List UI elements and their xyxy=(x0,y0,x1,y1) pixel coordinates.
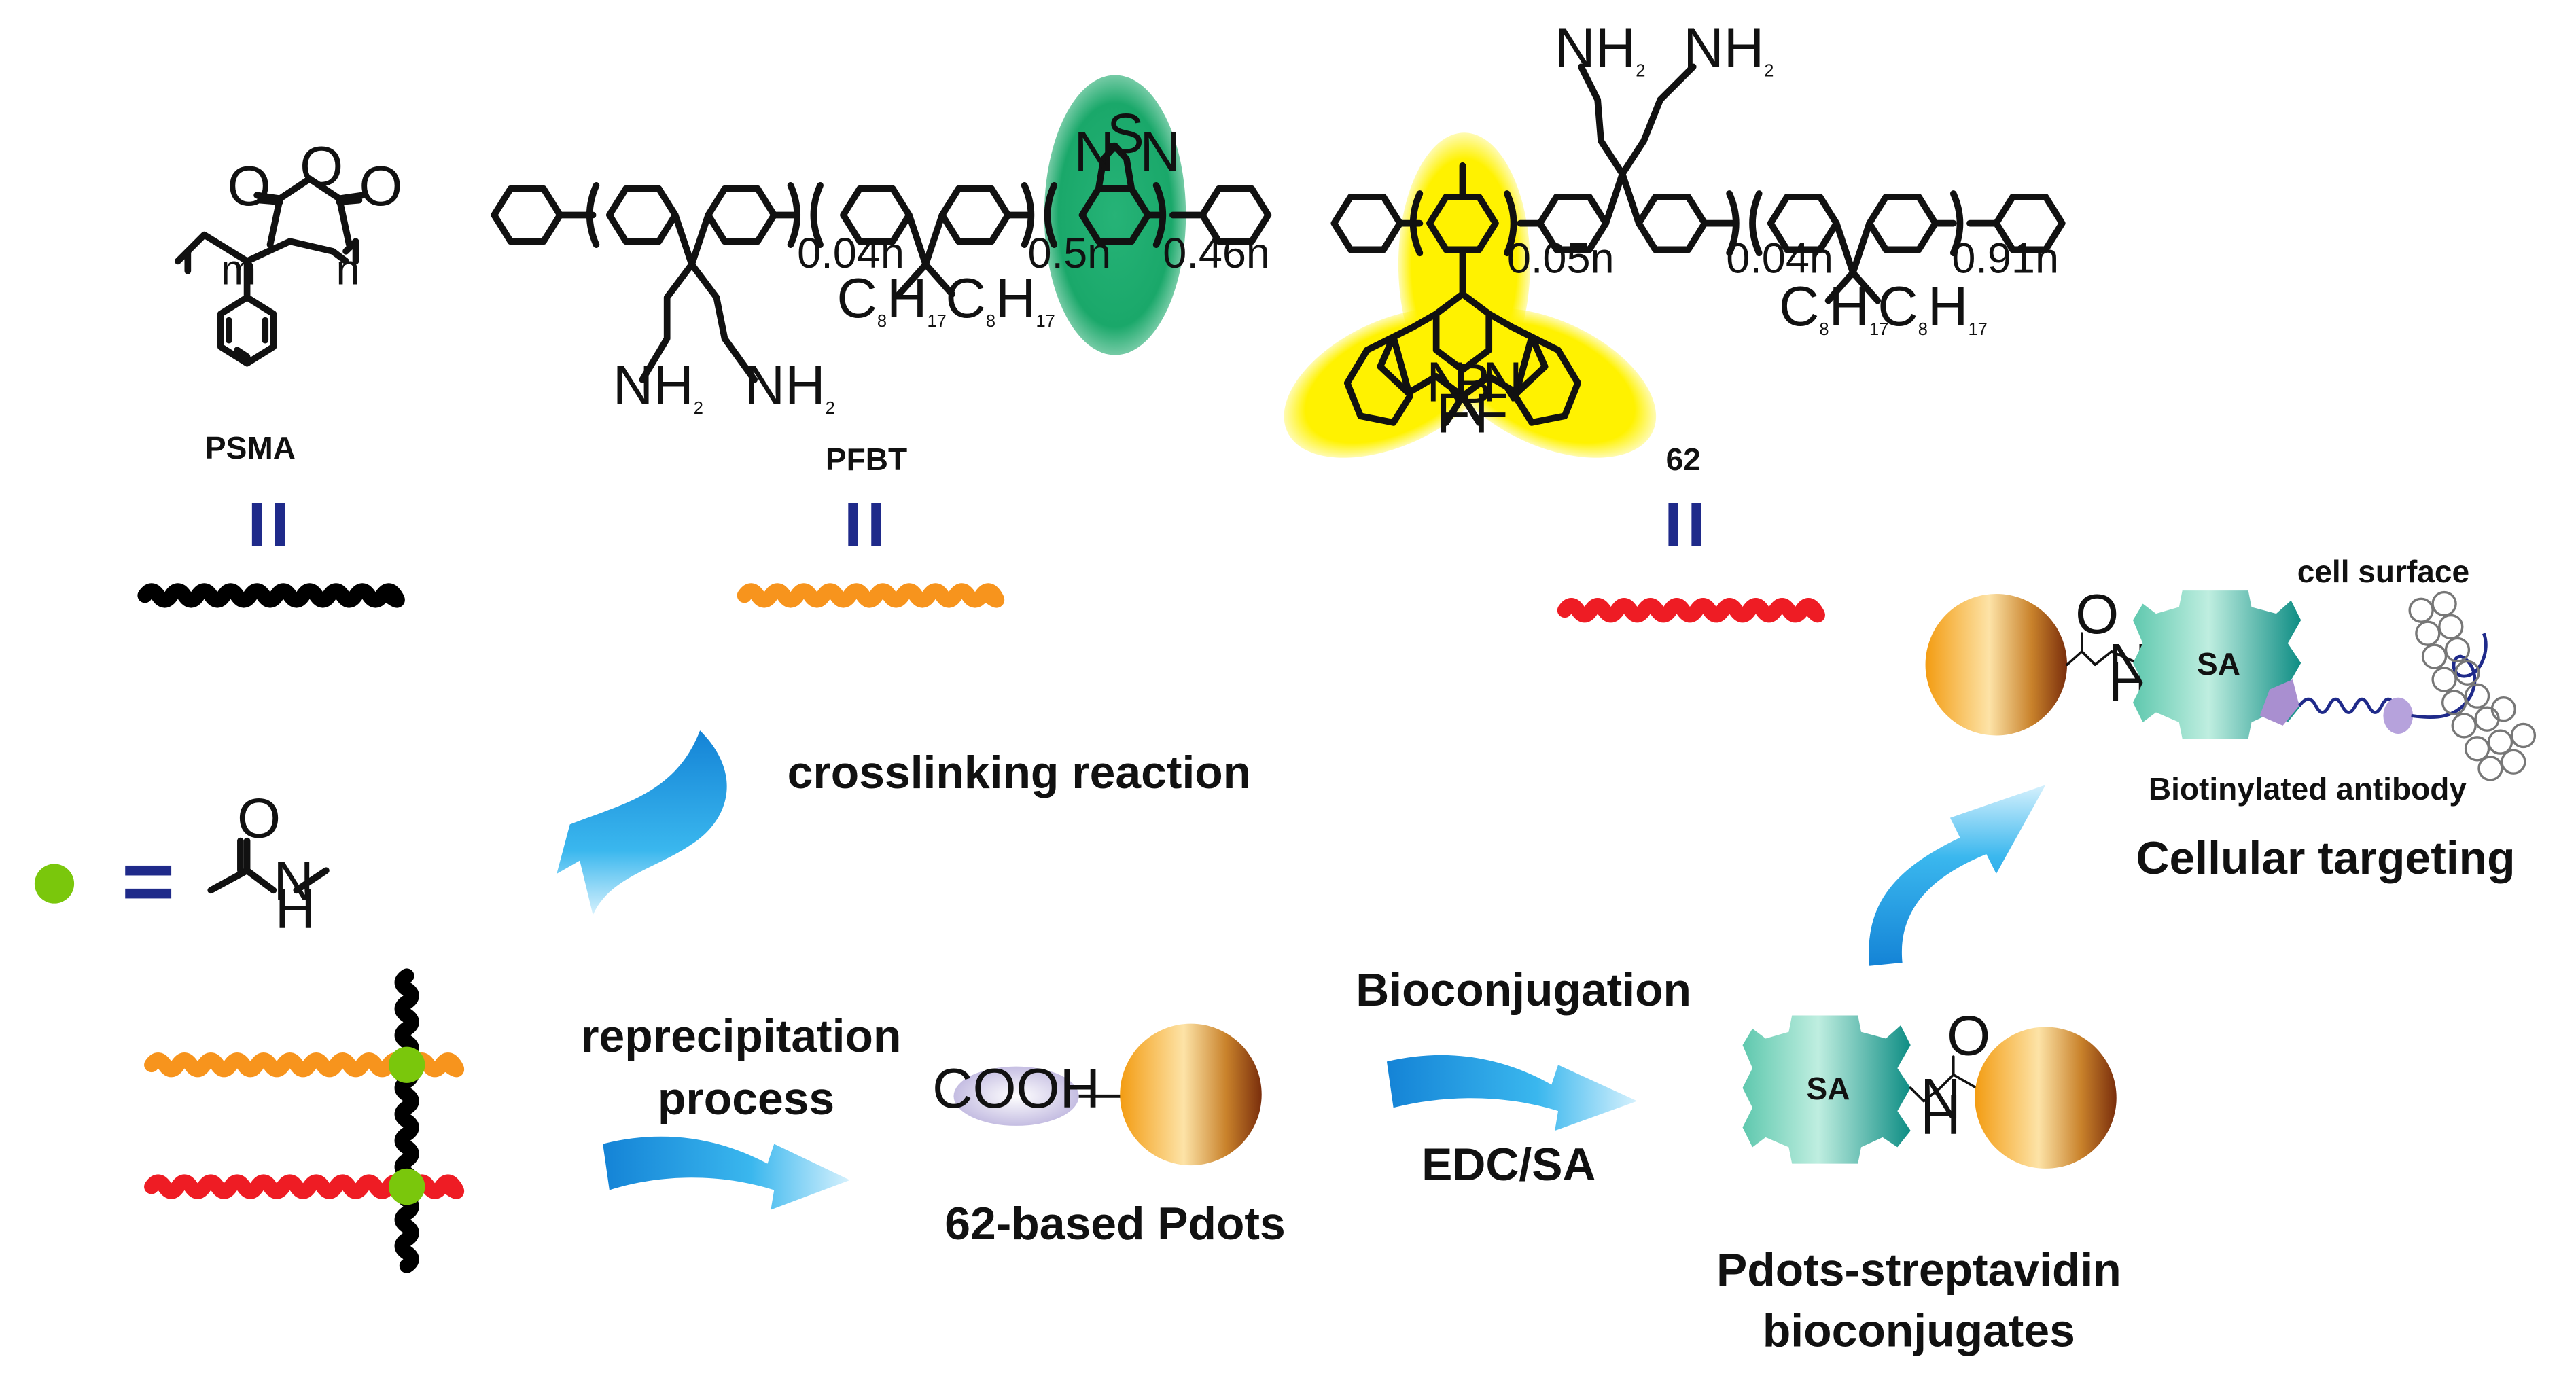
cooh-label: COOH xyxy=(932,1057,1100,1120)
amide-structure xyxy=(207,837,330,894)
bioconjugate-pdot-particle xyxy=(1975,1027,2117,1169)
amide-atom-h: H xyxy=(275,878,316,940)
antibody-tether xyxy=(2297,697,2397,714)
amide-atom-n: N xyxy=(273,850,314,913)
pfbt-name: PFBT xyxy=(826,442,907,477)
pfbt-alkyl-2: C8H17 xyxy=(945,267,1055,331)
amide1-atom-o: O xyxy=(1947,1005,1990,1067)
crosslink-dot-2 xyxy=(389,1168,425,1205)
streptavidin-label-line1: Pdots-streptavidin xyxy=(1716,1245,2121,1296)
cell-surface-label: cell surface xyxy=(2297,554,2469,589)
p62-subscript-3: 0.91n xyxy=(1952,234,2059,282)
p62-subscript-2: 0.04n xyxy=(1726,234,1833,282)
psma-atom-o1: O xyxy=(228,155,271,217)
sa-protein-icon xyxy=(1742,1015,1911,1164)
pfbt-atom-n1: N xyxy=(1074,120,1114,183)
psma-subscript-m: m xyxy=(221,246,257,294)
bioconjugation-arrow-icon xyxy=(1386,1055,1638,1131)
pfbt-subscript-2: 0.5n xyxy=(1028,230,1112,277)
psma-subscript-n: n xyxy=(336,246,359,294)
pfbt-equals-sign xyxy=(848,503,881,546)
psma-atom-o2: O xyxy=(300,135,343,198)
p62-amine-2: NH2 xyxy=(1683,16,1774,80)
amide1-atom-n: N xyxy=(1920,1067,1961,1130)
p62-equals-sign xyxy=(1668,503,1701,546)
p62-atom-n2: N xyxy=(1483,351,1523,413)
amide-atom-o: O xyxy=(237,787,281,850)
p62-amine-1: NH2 xyxy=(1555,16,1645,80)
p62-chain-wave xyxy=(1557,598,1825,623)
psma-chain-wave xyxy=(137,583,405,608)
pfbt-amine-1: NH2 xyxy=(613,354,703,418)
crosslinking-arrow-icon xyxy=(557,730,727,915)
targeting-sa-protein-icon xyxy=(2132,590,2301,739)
pdot-particle xyxy=(1120,1023,1262,1166)
pfbt-structure xyxy=(491,142,1272,383)
psma-structure xyxy=(174,175,366,367)
pfbt-subscript-1: 0.04n xyxy=(797,230,904,277)
psma-equals-sign xyxy=(251,503,285,546)
p62-atom-b: B xyxy=(1454,353,1492,415)
targeting-sa-label: SA xyxy=(2197,646,2240,681)
reprecipitation-label-line2: process xyxy=(658,1074,834,1124)
pfbt-atom-n2: N xyxy=(1140,120,1180,183)
targeting-arrow-icon xyxy=(1869,785,2046,966)
pfbt-subscript-3: 0.46n xyxy=(1163,230,1270,277)
p62-name: 62 xyxy=(1666,442,1701,477)
pfbt-chain-wave xyxy=(737,583,1005,608)
antibody-bead-icon xyxy=(2383,697,2414,734)
amide-linker-1 xyxy=(1909,1055,1978,1103)
pfbt-alkyl-1: C8H17 xyxy=(836,267,946,331)
pfbt-amine-2: NH2 xyxy=(745,354,835,418)
reprecipitation-label-line1: reprecipitation xyxy=(581,1011,901,1062)
sa-label: SA xyxy=(1807,1071,1850,1106)
p62-atom-n1: N xyxy=(1426,351,1467,413)
antibody-tail xyxy=(2411,633,2488,720)
streptavidin-label-line2: bioconjugates xyxy=(1763,1306,2075,1357)
cooh-group xyxy=(953,1066,1079,1126)
reprecipitation-arrow-icon xyxy=(603,1136,850,1210)
crosslink-dot-1 xyxy=(389,1046,425,1083)
biotin-icon xyxy=(2259,679,2299,726)
pfbt-atom-s: S xyxy=(1107,102,1144,164)
p62-atom-f1: F xyxy=(1436,382,1470,444)
bioconjugation-label: Bioconjugation xyxy=(1356,965,1691,1016)
antibody-label: Biotinylated antibody xyxy=(2149,771,2467,807)
amide1-atom-h: H xyxy=(1920,1084,1961,1146)
edc-sa-label: EDC/SA xyxy=(1422,1139,1595,1190)
amide-linker-2 xyxy=(2066,632,2142,667)
p62-atom-f2: F xyxy=(1474,382,1508,444)
targeting-label: Cellular targeting xyxy=(2136,833,2516,884)
network-black-chain xyxy=(394,968,419,1273)
p62-structure xyxy=(1330,63,2066,426)
pfbt-benzothiadiazole-highlight xyxy=(1044,75,1186,355)
p62-alkyl-2: C8H17 xyxy=(1877,275,1987,339)
crosslinking-label: crosslinking reaction xyxy=(788,747,1252,798)
cell-surface-membrane xyxy=(2408,590,2537,781)
crosslink-dot-icon xyxy=(34,864,75,904)
psma-atom-o3: O xyxy=(359,155,402,217)
p62-subscript-1: 0.05n xyxy=(1507,234,1615,282)
targeting-pdot-particle xyxy=(1925,593,2068,736)
p62-alkyl-1: C8H17 xyxy=(1779,275,1888,339)
pdots-label: 62-based Pdots xyxy=(945,1199,1286,1250)
legend-equals-sign xyxy=(125,865,172,899)
psma-name: PSMA xyxy=(205,430,296,465)
amide2-atom-o: O xyxy=(2075,583,2119,645)
